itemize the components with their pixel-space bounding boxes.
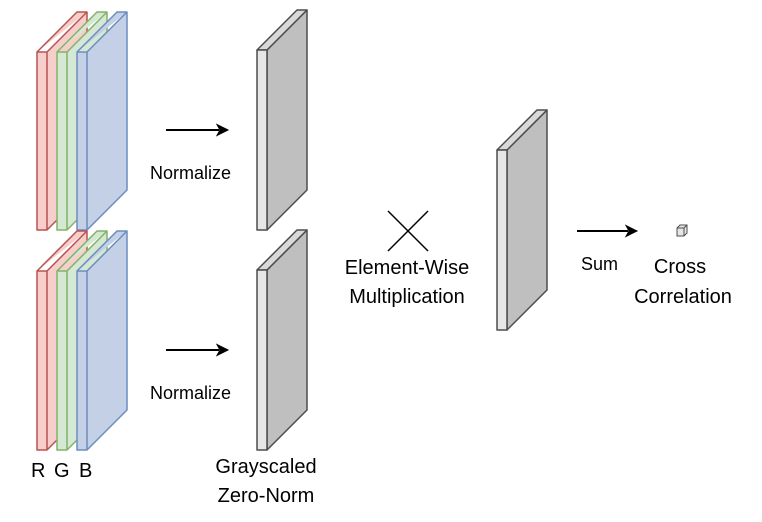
gray-slab-top — [256, 9, 308, 231]
blue-channel-slab-bottom — [76, 230, 128, 451]
multiplication-cross-icon — [387, 210, 429, 252]
normalize-arrow-top — [166, 123, 230, 137]
elementwise-label-line2: Multiplication — [349, 286, 465, 308]
cross-correlation-label-line1: Cross — [653, 256, 707, 278]
rgb-stack-top — [36, 11, 128, 231]
gray-slab-product — [496, 109, 548, 331]
channel-label-r: R — [31, 460, 46, 482]
normalize-arrow-bottom — [166, 343, 230, 357]
grayscaled-label-line1: Grayscaled — [215, 456, 317, 478]
gray-slab-bottom — [256, 229, 308, 451]
cube-icon — [676, 224, 688, 237]
cross-correlation-label-line2: Correlation — [634, 286, 732, 308]
rgb-stack-bottom — [36, 230, 128, 451]
blue-channel-slab-top — [76, 11, 128, 231]
sum-arrow — [577, 224, 639, 238]
sum-label: Sum — [581, 254, 619, 274]
elementwise-label-line1: Element-Wise — [344, 257, 470, 279]
channel-label-b: B — [79, 460, 93, 482]
normalize-label-bottom: Normalize — [150, 383, 232, 403]
normalize-label-top: Normalize — [150, 163, 232, 183]
grayscaled-label-line2: Zero-Norm — [217, 485, 315, 507]
channel-label-g: G — [54, 460, 70, 482]
